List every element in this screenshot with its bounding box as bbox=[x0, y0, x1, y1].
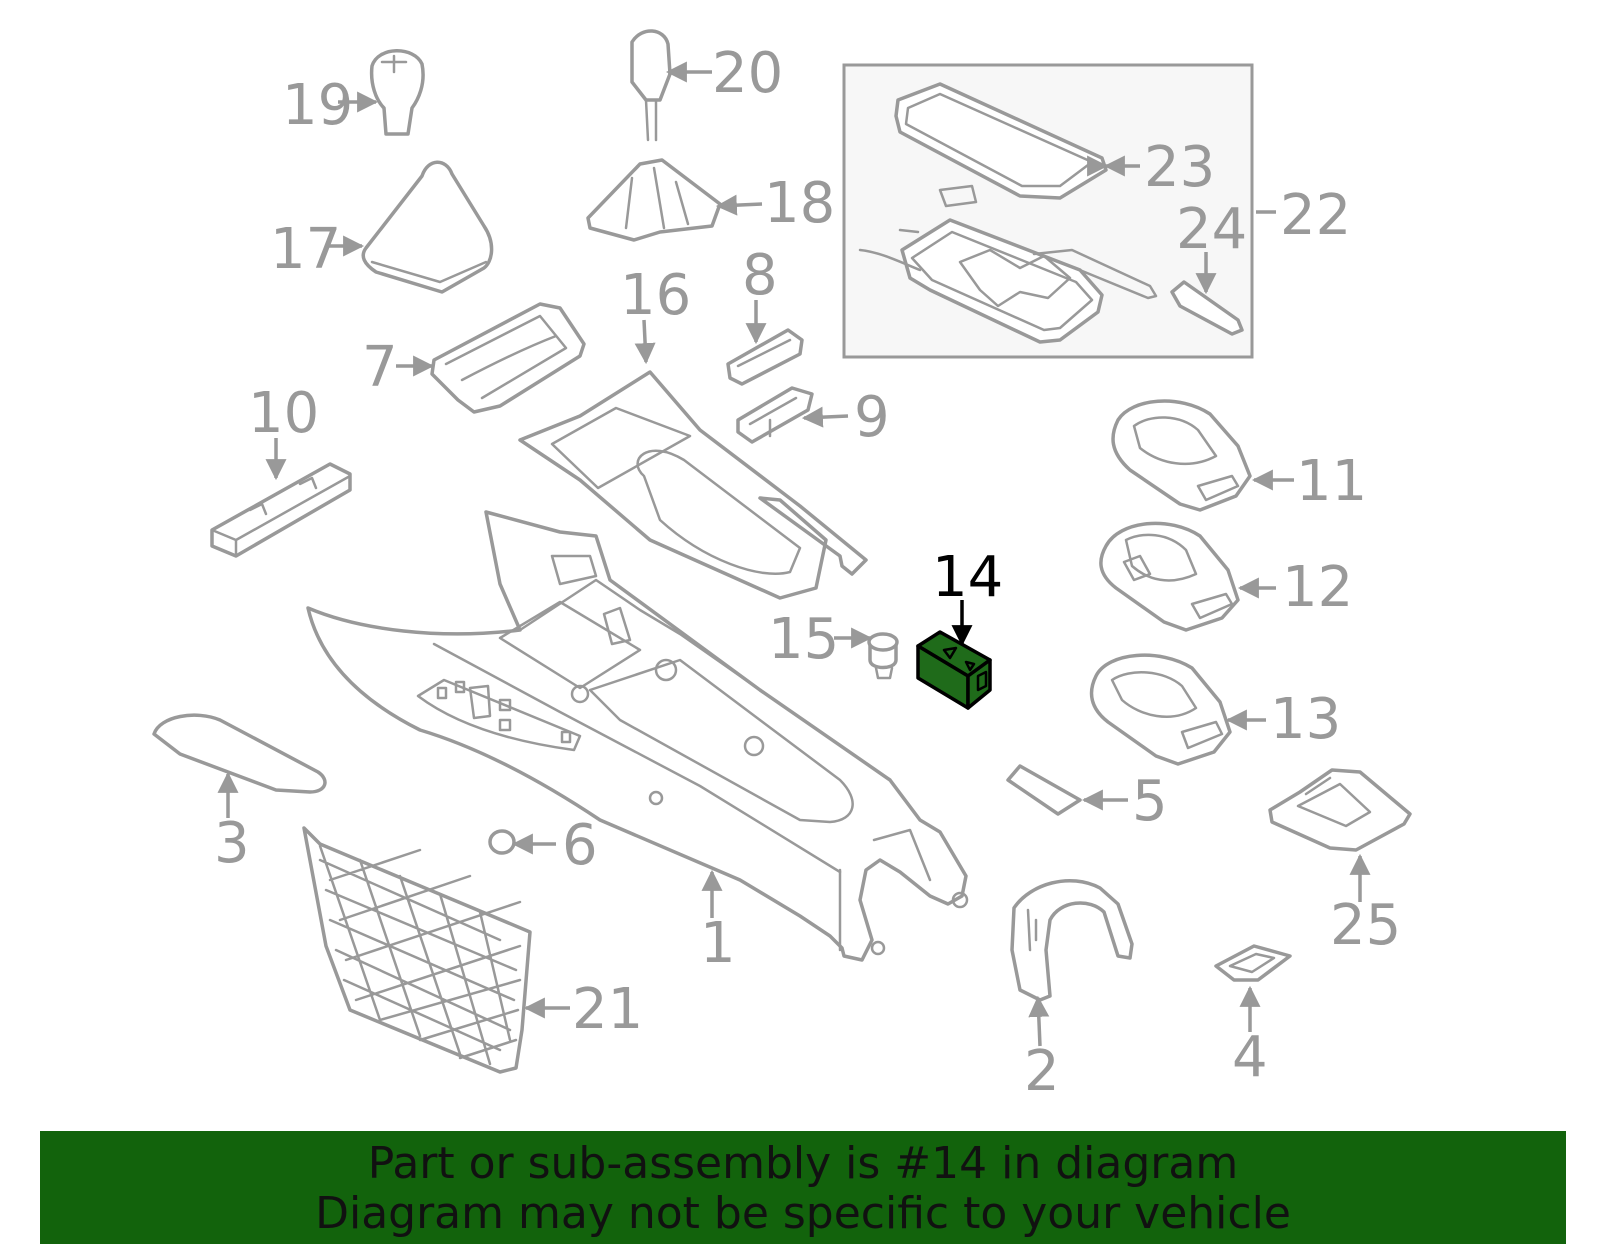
callout-24: 24 bbox=[1176, 197, 1247, 262]
callout-5: 5 bbox=[1132, 769, 1168, 834]
part-11-trim-cover bbox=[1111, 399, 1252, 512]
callout-25: 25 bbox=[1330, 893, 1401, 958]
part-13-trim-cover bbox=[1089, 653, 1232, 766]
leader-lines bbox=[217, 61, 1371, 1047]
part-25-bracket bbox=[1268, 768, 1412, 852]
callout-4: 4 bbox=[1232, 1025, 1268, 1090]
callout-14: 14 bbox=[932, 545, 1003, 610]
callout-6: 6 bbox=[562, 813, 598, 878]
part-5-pad bbox=[1006, 764, 1082, 816]
part-7-tray bbox=[430, 302, 586, 414]
callout-7: 7 bbox=[362, 335, 398, 400]
part-2-bracket bbox=[1010, 879, 1134, 1002]
part-22-shifter-mechanism bbox=[858, 184, 1244, 344]
part-21-storage-net bbox=[302, 826, 532, 1074]
callout-17: 17 bbox=[270, 217, 341, 282]
part-17-shift-boot bbox=[361, 160, 494, 294]
part-20-shift-lever bbox=[630, 29, 672, 142]
banner-line-1: Part or sub-assembly is #14 in diagram bbox=[367, 1138, 1239, 1189]
callout-16: 16 bbox=[620, 263, 691, 328]
part-12-trim-cover bbox=[1099, 521, 1240, 632]
callout-12: 12 bbox=[1282, 555, 1353, 620]
part-19-shift-knob bbox=[369, 49, 425, 136]
callout-22: 22 bbox=[1280, 183, 1351, 248]
part-1-center-console bbox=[306, 510, 969, 962]
callout-15: 15 bbox=[768, 607, 839, 672]
callout-2: 2 bbox=[1024, 1039, 1060, 1104]
part-10-bracket bbox=[210, 462, 352, 558]
part-14-switch-highlighted bbox=[916, 630, 992, 710]
callout-20: 20 bbox=[712, 41, 783, 106]
callout-labels: 1 2 3 4 5 6 7 8 9 10 11 12 13 14 15 16 1… bbox=[214, 41, 1401, 1104]
callout-13: 13 bbox=[1270, 687, 1341, 752]
callout-23: 23 bbox=[1144, 135, 1215, 200]
info-banner: Part or sub-assembly is #14 in diagram D… bbox=[40, 1131, 1566, 1244]
callout-11: 11 bbox=[1296, 449, 1367, 514]
callout-18: 18 bbox=[764, 171, 835, 236]
part-15-socket bbox=[867, 632, 899, 680]
part-16-trim-panel bbox=[518, 370, 868, 600]
part-8-insert bbox=[726, 328, 804, 386]
callout-19: 19 bbox=[282, 73, 353, 138]
part-6-plug bbox=[488, 829, 516, 855]
part-23-cover-plate bbox=[894, 82, 1108, 200]
callout-8: 8 bbox=[742, 243, 778, 308]
part-18-shift-boot bbox=[586, 158, 722, 242]
part-4-clip bbox=[1214, 944, 1292, 982]
callout-21: 21 bbox=[572, 977, 643, 1042]
callout-10: 10 bbox=[248, 381, 319, 446]
callout-9: 9 bbox=[854, 385, 890, 450]
part-3-trim-strip bbox=[152, 713, 327, 794]
banner-line-2: Diagram may not be specific to your vehi… bbox=[315, 1188, 1291, 1239]
part-9-insert bbox=[736, 386, 814, 444]
callout-3: 3 bbox=[214, 811, 250, 876]
callout-1: 1 bbox=[700, 911, 736, 976]
